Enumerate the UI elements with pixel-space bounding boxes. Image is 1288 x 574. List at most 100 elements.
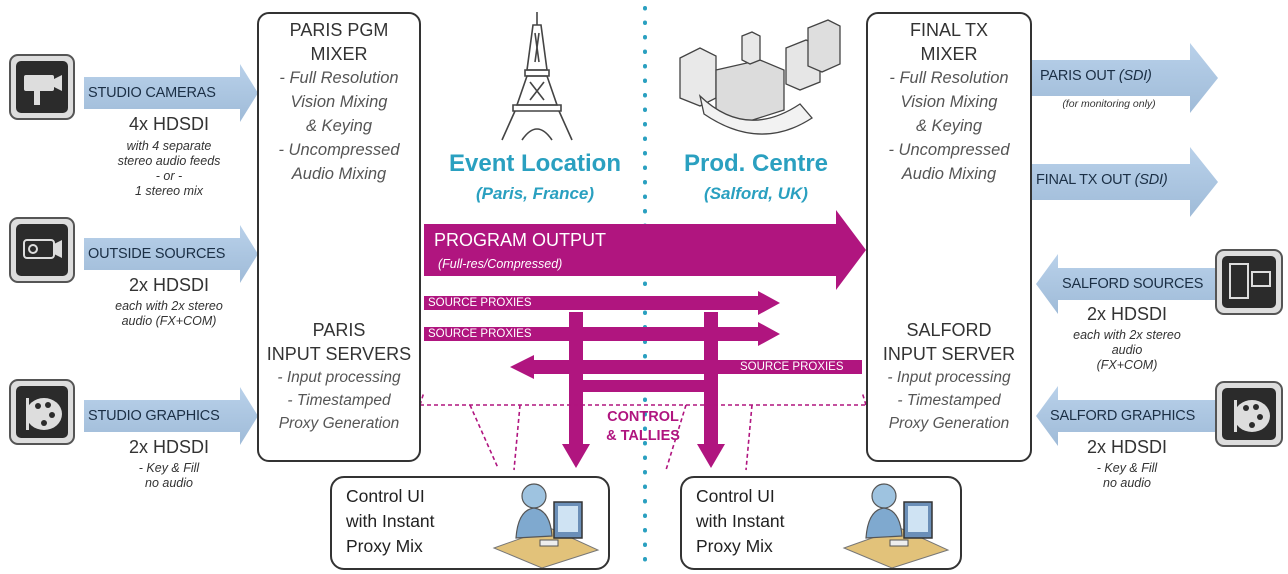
- paris-server-title-2: INPUT SERVERS: [266, 344, 412, 364]
- source-proxies-label-2: SOURCE PROXIES: [428, 328, 532, 340]
- final-mixer-title-2: MIXER: [920, 44, 978, 64]
- salford-sources-arrow: [1036, 254, 1215, 314]
- studio-graphics-spec: 2x HDSDI: [128, 437, 209, 457]
- final-mixer-title-1: FINAL TX: [909, 20, 989, 40]
- salford-sources-label: SALFORD SOURCES: [1062, 276, 1204, 292]
- paris-server-item-3: Proxy Generation: [278, 415, 400, 432]
- final-tx-out-name: FINAL TX OUT: [1036, 172, 1131, 188]
- salford-sources-note-1: each with 2x stereo: [1073, 328, 1181, 342]
- paris-control-ui-line-2: with Instant: [346, 511, 435, 531]
- paris-mixer-title-2: MIXER: [310, 44, 368, 64]
- paris-mixer-item-5: Audio Mixing: [291, 165, 387, 183]
- salford-sources-spec: 2x HDSDI: [1086, 304, 1167, 324]
- program-output-arrow: [424, 210, 866, 290]
- left-drop-shaft: [569, 312, 583, 444]
- source-proxies-arrow-1: [424, 291, 780, 315]
- right-drop-head: [697, 444, 725, 468]
- studio-graphics-arrow: [84, 387, 258, 445]
- paris-control-ui-line-3: Proxy Mix: [346, 536, 423, 556]
- program-output-label: PROGRAM OUTPUT: [434, 230, 607, 250]
- final-tx-out-qualifier: (SDI): [1134, 172, 1168, 188]
- salford-server-item-3: Proxy Generation: [888, 415, 1010, 432]
- graphics-palette-icon: [9, 379, 75, 445]
- outside-camera-icon: [9, 217, 75, 283]
- paris-server-block: PARIS INPUT SERVERS - Input processing -…: [259, 318, 419, 435]
- paris-out-arrow: [1030, 43, 1218, 113]
- paris-server-item-1: - Input processing: [277, 369, 401, 386]
- control-tallies-label: CONTROL & TALLIES: [588, 408, 698, 446]
- final-mixer-block: FINAL TX MIXER - Full Resolution Vision …: [868, 18, 1030, 186]
- studio-graphics-note-2: no audio: [145, 476, 193, 490]
- graphics-palette-icon-right: [1215, 381, 1283, 447]
- studio-graphics-note-1: - Key & Fill: [138, 461, 200, 475]
- prod-centre-subtitle: (Salford, UK): [704, 184, 808, 203]
- salford-control-ui-line-2: with Instant: [696, 511, 785, 531]
- salford-operator-workstation-icon: [842, 483, 950, 568]
- source-proxies-arrow-2: [424, 322, 780, 346]
- salford-sources-notes: each with 2x stereo audio (FX+COM): [1042, 328, 1212, 373]
- paris-out-name: PARIS OUT: [1040, 68, 1116, 84]
- outside-sources-note-1: each with 2x stereo: [115, 299, 223, 313]
- salford-server-title-2: INPUT SERVER: [882, 344, 1016, 364]
- paris-out-note: (for monitoring only): [1062, 98, 1156, 110]
- salford-graphics-note-1: - Key & Fill: [1096, 461, 1158, 475]
- salford-control-ui-line-1: Control UI: [696, 486, 775, 506]
- control-tallies-line-2: & TALLIES: [606, 428, 680, 444]
- studio-cameras-note-3: - or -: [155, 169, 183, 183]
- salford-graphics-label: SALFORD GRAPHICS: [1050, 408, 1196, 424]
- salford-control-ui-text: Control UI with Instant Proxy Mix: [696, 484, 785, 559]
- outside-sources-notes: each with 2x stereo audio (FX+COM): [84, 299, 254, 329]
- studio-cameras-arrow: [84, 64, 258, 122]
- control-bus: [569, 380, 718, 392]
- event-location-subtitle: (Paris, France): [475, 184, 595, 203]
- studio-graphics-label: STUDIO GRAPHICS: [88, 408, 220, 424]
- final-mixer-item-3: & Keying: [915, 117, 983, 135]
- salford-buildings-icon: [679, 19, 841, 135]
- paris-out-qualifier: (SDI): [1118, 68, 1152, 84]
- studio-camera-icon: [9, 54, 75, 120]
- salford-graphics-notes: - Key & Fill no audio: [1042, 461, 1212, 491]
- salford-control-ui-line-3: Proxy Mix: [696, 536, 773, 556]
- outside-sources-label: OUTSIDE SOURCES: [88, 246, 226, 262]
- studio-cameras-note-4: 1 stereo mix: [134, 184, 204, 198]
- right-drop-shaft: [704, 312, 718, 444]
- salford-server-item-1: - Input processing: [887, 369, 1011, 386]
- final-mixer-item-2: Vision Mixing: [900, 93, 998, 111]
- outside-sources-arrow: [84, 225, 258, 283]
- paris-server-item-2: - Timestamped: [287, 392, 391, 409]
- program-output-sublabel: (Full-res/Compressed): [438, 257, 563, 271]
- event-location-title: Event Location: [448, 150, 622, 177]
- source-proxies-arrow-3: [510, 355, 862, 379]
- eiffel-tower-icon: [501, 12, 573, 141]
- studio-cameras-note-2: stereo audio feeds: [117, 154, 221, 168]
- outside-sources-note-2: audio (FX+COM): [121, 314, 217, 328]
- salford-graphics-note-2: no audio: [1103, 476, 1151, 490]
- final-tx-out-arrow: [1030, 147, 1218, 217]
- salford-server-block: SALFORD INPUT SERVER - Input processing …: [868, 318, 1030, 435]
- source-proxies-label-1: SOURCE PROXIES: [428, 297, 532, 309]
- paris-out-label: PARIS OUT (SDI): [1040, 68, 1152, 84]
- file-browser-icon: [1215, 249, 1283, 315]
- studio-cameras-notes: with 4 separate stereo audio feeds - or …: [84, 139, 254, 199]
- studio-cameras-note-1: with 4 separate: [126, 139, 212, 153]
- final-mixer-item-1: - Full Resolution: [889, 69, 1009, 87]
- left-drop-head: [562, 444, 590, 468]
- salford-sources-note-3: (FX+COM): [1096, 358, 1158, 372]
- salford-server-title-1: SALFORD: [906, 320, 992, 340]
- salford-graphics-arrow: [1036, 386, 1215, 446]
- paris-operator-workstation-icon: [492, 483, 600, 568]
- paris-server-title-1: PARIS: [312, 320, 366, 340]
- salford-graphics-spec: 2x HDSDI: [1086, 437, 1167, 457]
- studio-cameras-spec: 4x HDSDI: [128, 114, 209, 134]
- paris-mixer-item-2: Vision Mixing: [290, 93, 388, 111]
- paris-mixer-block: PARIS PGM MIXER - Full Resolution Vision…: [259, 18, 419, 186]
- paris-box: [257, 12, 421, 462]
- final-tx-out-label: FINAL TX OUT (SDI): [1036, 172, 1168, 188]
- final-mixer-item-5: Audio Mixing: [901, 165, 997, 183]
- prod-centre-title: Prod. Centre: [683, 150, 829, 177]
- paris-control-ui-text: Control UI with Instant Proxy Mix: [346, 484, 435, 559]
- salford-box: [866, 12, 1032, 462]
- paris-mixer-item-3: & Keying: [305, 117, 373, 135]
- studio-cameras-label: STUDIO CAMERAS: [88, 85, 216, 101]
- control-tallies-line-1: CONTROL: [607, 409, 679, 425]
